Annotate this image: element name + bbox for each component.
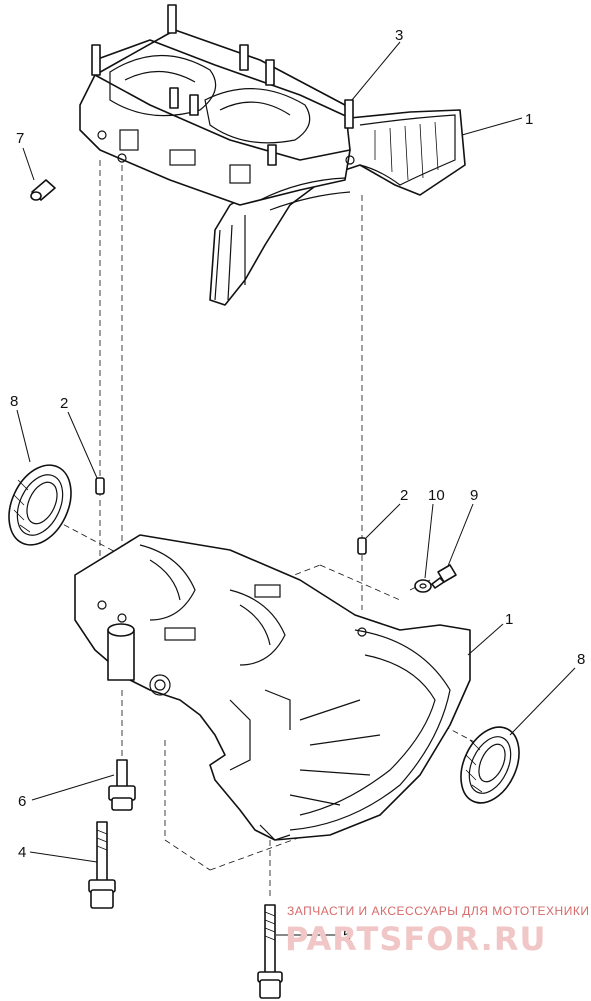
bolt-5: [257, 904, 283, 999]
oil-seal-8-right: [460, 726, 520, 804]
upper-crankcase: [79, 4, 466, 306]
callout-8-right: 8: [577, 651, 585, 668]
callout-7: 7: [16, 130, 24, 147]
callout-labels: 1 3 7 8 2 2 10 9 1 8 6 4 5: [10, 27, 585, 944]
watermark-caption: ЗАПЧАСТИ И АКСЕССУАРЫ ДЛЯ МОТОТЕХНИКИ: [287, 904, 590, 918]
dowel-pin-7: [30, 179, 56, 201]
callout-6: 6: [18, 793, 26, 810]
lower-crankcase: [74, 534, 471, 841]
callout-1-lower: 1: [505, 611, 513, 628]
callout-2-right: 2: [400, 487, 408, 504]
bolt-6: [108, 759, 136, 811]
dowel-pin-2-left: [95, 477, 105, 495]
leader-lines: [16, 41, 576, 936]
callout-8-left: 8: [10, 393, 18, 410]
bolt-4: [88, 821, 116, 909]
callout-9: 9: [470, 487, 478, 504]
callout-1-upper: 1: [525, 111, 533, 128]
washer-10: [414, 579, 432, 593]
callout-2-left: 2: [60, 395, 68, 412]
callout-4: 4: [18, 844, 26, 861]
oil-seal-8-left: [8, 464, 72, 546]
callout-5: 5: [343, 927, 351, 944]
watermark-logo: PARTSFOR.RU: [285, 920, 547, 958]
callout-10: 10: [428, 487, 445, 504]
callout-3: 3: [395, 27, 403, 44]
bolt-9: [431, 564, 457, 589]
dowel-pin-2-right: [357, 537, 367, 555]
